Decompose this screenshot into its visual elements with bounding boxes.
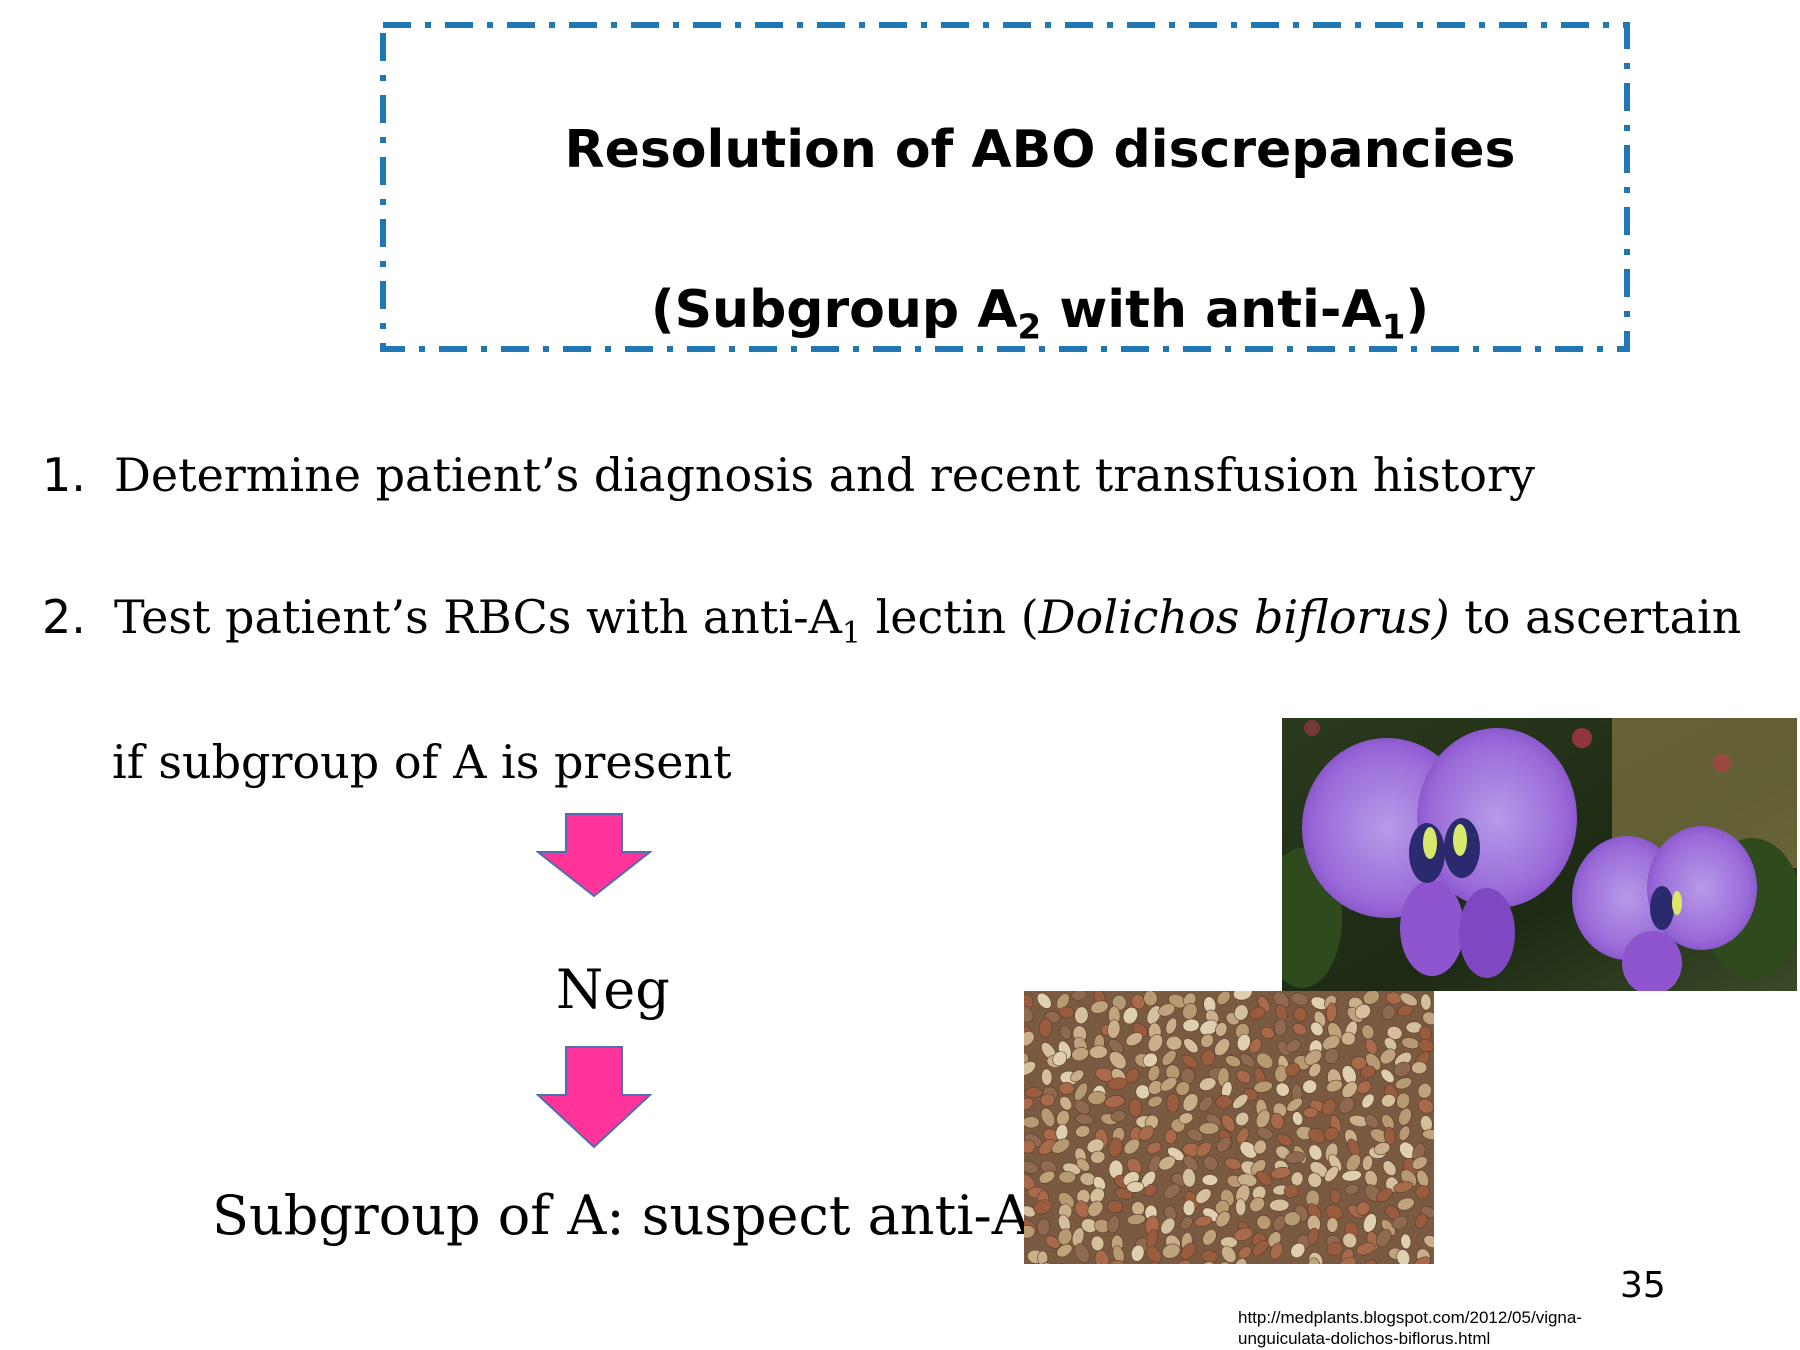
slide-subtitle: (Subgroup A2 with anti-A1) [650, 280, 1430, 348]
down-arrow-icon [536, 813, 652, 898]
step-1-number: 1. [42, 448, 86, 502]
step-2-number: 2. [42, 590, 86, 644]
title-box: Resolution of ABO discrepancies (Subgrou… [380, 22, 1630, 352]
flower-photo [1282, 718, 1797, 991]
slide-title: Resolution of ABO discrepancies [564, 120, 1516, 180]
dashed-frame [380, 22, 1630, 352]
step-1: 1. Determine patient’s diagnosis and rece… [42, 448, 1535, 502]
result-neg: Neg [556, 958, 670, 1021]
down-arrow-icon [536, 1046, 652, 1149]
step-1-text: Determine patient’s diagnosis and recent… [114, 448, 1535, 502]
step-2-continuation: if subgroup of A is present [112, 735, 732, 789]
step-2: 2.Test patient’s RBCs with anti-A1 lecti… [42, 590, 1742, 652]
source-url[interactable]: http://medplants.blogspot.com/2012/05/vi… [1238, 1308, 1582, 1348]
page-number: 35 [1620, 1265, 1666, 1306]
result-conclusion: Subgroup of A: suspect anti-A1 [212, 1184, 1052, 1252]
seeds-photo [1024, 991, 1434, 1264]
